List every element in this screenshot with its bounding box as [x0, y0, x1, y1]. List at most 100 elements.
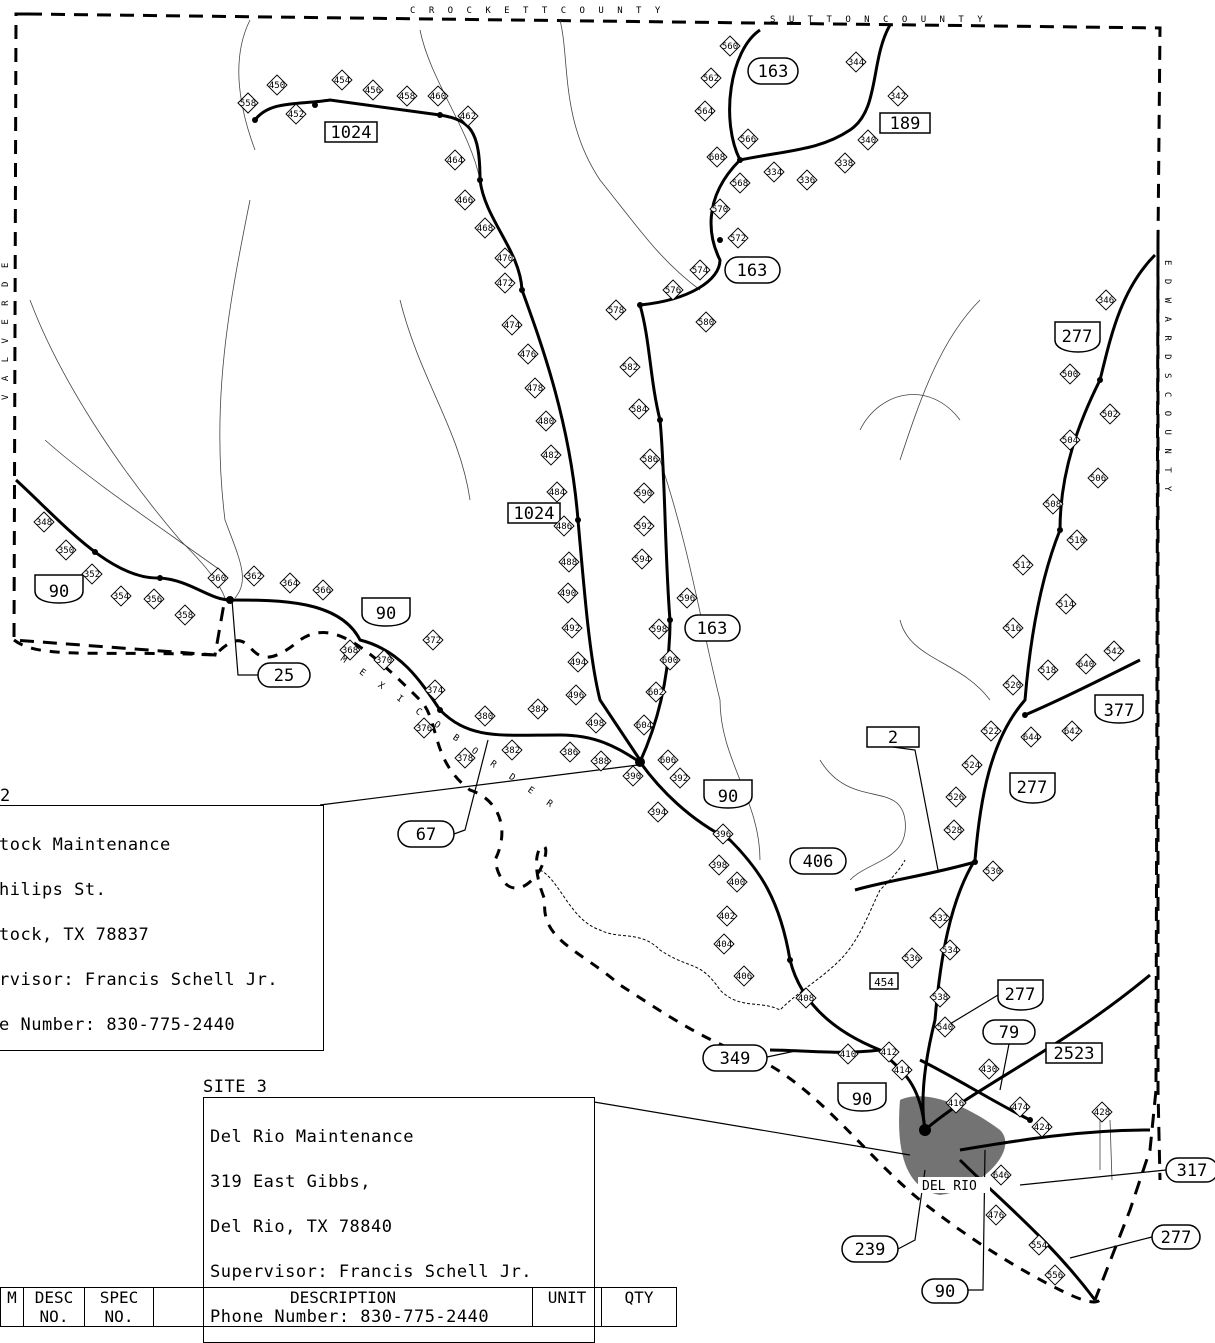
milepost-label: 608	[709, 153, 725, 163]
milepost-marker: 558	[237, 92, 259, 114]
milepost-marker: 482	[540, 444, 562, 466]
site3-title: SITE 3	[203, 1077, 268, 1097]
milepost-marker: 576	[662, 279, 684, 301]
milepost-marker: 522	[980, 720, 1002, 742]
milepost-marker: 556	[1044, 1264, 1066, 1286]
svg-text:90: 90	[935, 1282, 955, 1302]
milepost-marker: 584	[628, 398, 650, 420]
milepost-label: 604	[636, 721, 652, 731]
milepost-label: 486	[556, 522, 572, 532]
shield-us-90-a: 90	[34, 574, 84, 604]
col-unit: UNIT	[532, 1287, 602, 1327]
milepost-marker: 380	[474, 705, 496, 727]
milepost-marker: 574	[689, 259, 711, 281]
milepost-marker: 390	[622, 765, 644, 787]
milepost-label: 372	[425, 636, 441, 646]
milepost-label: 386	[562, 748, 578, 758]
milepost-label: 646	[993, 1171, 1009, 1181]
milepost-marker: 580	[695, 311, 717, 333]
milepost-label: 410	[840, 1050, 856, 1060]
county-boundary-east	[1093, 239, 1160, 1301]
milepost-label: 532	[932, 914, 948, 924]
milepost-label: 540	[937, 1023, 953, 1033]
milepost-label: 584	[631, 405, 647, 415]
svg-text:1024: 1024	[514, 504, 555, 524]
col-m: M	[0, 1287, 24, 1327]
milepost-label: 402	[719, 912, 735, 922]
milepost-marker: 644	[1020, 726, 1042, 748]
milepost-label: 408	[798, 994, 814, 1004]
shield-us-90-d: 90	[837, 1082, 887, 1112]
shield-sh-163-c: 163	[684, 614, 741, 642]
milepost-label: 424	[1034, 1123, 1050, 1133]
milepost-marker: 356	[143, 588, 165, 610]
milepost-label: 576	[665, 286, 681, 296]
milepost-marker: 506	[1087, 467, 1109, 489]
milepost-marker: 408	[795, 987, 817, 1009]
svg-text:377: 377	[1104, 701, 1135, 721]
milepost-label: 338	[837, 159, 853, 169]
milepost-label: 524	[964, 761, 980, 771]
milepost-label: 522	[983, 727, 999, 737]
milepost-label: 514	[1058, 600, 1074, 610]
milepost-marker: 406	[733, 965, 755, 987]
milepost-marker: 362	[243, 565, 265, 587]
milepost-label: 600	[662, 656, 678, 666]
milepost-marker: 460	[427, 85, 449, 107]
milepost-label: 504	[1062, 436, 1078, 446]
milepost-label: 474	[504, 321, 520, 331]
milepost-label: 380	[477, 712, 493, 722]
milepost-marker: 382	[501, 739, 523, 761]
svg-text:1024: 1024	[331, 123, 372, 143]
milepost-label: 472	[497, 279, 513, 289]
milepost-label: 572	[730, 234, 746, 244]
svg-text:2523: 2523	[1054, 1044, 1095, 1064]
milepost-label: 414	[894, 1066, 910, 1076]
milepost-label: 494	[570, 658, 586, 668]
milepost-marker: 524	[961, 754, 983, 776]
milepost-label: 574	[692, 266, 708, 276]
milepost-marker: 508	[1042, 493, 1064, 515]
milepost-label: 388	[593, 757, 609, 767]
milepost-marker: 512	[1012, 554, 1034, 576]
milepost-marker: 492	[561, 617, 583, 639]
milepost-marker: 344	[845, 51, 867, 73]
milepost-label: 592	[636, 522, 652, 532]
milepost-marker: 494	[567, 651, 589, 673]
svg-text:239: 239	[855, 1240, 886, 1260]
milepost-marker: 642	[1061, 720, 1083, 742]
col-desc-no: DESC NO.	[23, 1287, 85, 1327]
milepost-marker: 510	[1066, 529, 1088, 551]
milepost-marker: 536	[901, 947, 923, 969]
milepost-label: 344	[848, 58, 864, 68]
svg-text:90: 90	[718, 787, 738, 807]
milepost-label: 488	[561, 558, 577, 568]
milepost-marker: 372	[422, 629, 444, 651]
milepost-label: 468	[477, 224, 493, 234]
milepost-marker: 404	[713, 933, 735, 955]
milepost-marker: 354	[110, 585, 132, 607]
site2-title: 2	[0, 786, 11, 806]
svg-text:277: 277	[1017, 778, 1048, 798]
milepost-marker: 366	[312, 579, 334, 601]
shield-sh-406: 406	[789, 847, 847, 875]
milepost-marker: 578	[605, 299, 627, 321]
milepost-marker: 468	[474, 217, 496, 239]
milepost-label: 396	[715, 830, 731, 840]
milepost-marker: 600	[659, 649, 681, 671]
site2-line-4: rvisor: Francis Schell Jr.	[0, 970, 279, 990]
milepost-label: 390	[625, 772, 641, 782]
milepost-markers: 4484504524544564584604624644664684704724…	[33, 35, 1125, 1286]
val-verde-county-label: V A L V E R D E	[1, 259, 11, 400]
milepost-marker: 470	[494, 247, 516, 269]
milepost-marker: 488	[558, 551, 580, 573]
site2-box: tock Maintenance hilips St. tock, TX 788…	[0, 805, 324, 1051]
lake-amistad	[539, 859, 906, 1011]
milepost-label: 580	[698, 318, 714, 328]
milepost-marker: 646	[990, 1164, 1012, 1186]
milepost-label: 334	[766, 168, 782, 178]
site2-line-1: tock Maintenance	[0, 835, 171, 855]
milepost-label: 456	[365, 86, 381, 96]
milepost-label: 606	[660, 756, 676, 766]
milepost-label: 518	[1040, 666, 1056, 676]
